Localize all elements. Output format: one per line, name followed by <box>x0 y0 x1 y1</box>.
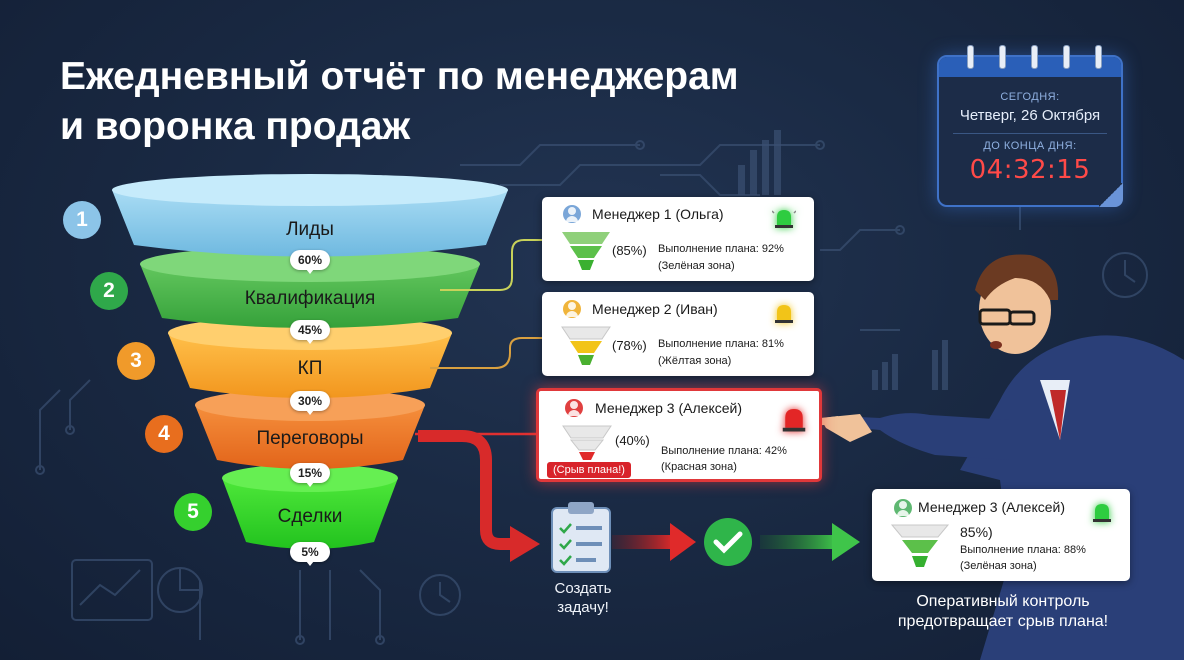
red-arrowhead-task <box>510 526 540 562</box>
conversion-bubble-5: 5% <box>290 542 330 566</box>
plan-completion: Выполнение плана: 92% <box>658 243 784 255</box>
user-avatar-icon <box>563 205 581 223</box>
red-arrowhead-check <box>670 523 696 561</box>
stage-number-badge-5: 5 <box>174 493 212 531</box>
conversion-bubble-2: 45% <box>290 320 330 344</box>
stage-number-badge-4: 4 <box>145 415 183 453</box>
stage-label-5: Сделки <box>277 506 343 527</box>
create-task-label[interactable]: Создать задачу! <box>538 579 628 617</box>
conversion-bubble-3: 30% <box>290 391 330 415</box>
task-clipboard-icon <box>551 502 611 573</box>
green-arrowhead-result <box>832 523 860 561</box>
stage-number-badge-1: 1 <box>63 201 101 239</box>
stage-label-3: КП <box>297 358 323 379</box>
manager-conversion: (40%) <box>615 433 650 448</box>
calendar-ring-icon <box>1031 45 1038 69</box>
calendar-divider <box>953 133 1107 134</box>
calendar-ring-icon <box>999 45 1006 69</box>
plan-completion: Выполнение плана: 81% <box>658 338 784 350</box>
manager-conversion: (85%) <box>612 243 647 258</box>
funnel-stage-1-shape <box>112 190 508 257</box>
page-title: Ежедневный отчёт по менеджерам и воронка… <box>60 52 880 152</box>
footer-line-1: Оперативный контроль <box>916 593 1090 610</box>
plan-completion: Выполнение плана: 42% <box>661 445 787 457</box>
user-avatar-icon <box>565 399 583 417</box>
create-task-line-1: Создать <box>554 580 612 597</box>
stage-number-badge-3: 3 <box>117 342 155 380</box>
zone-status: (Жёлтая зона) <box>658 355 732 367</box>
funnel-stage-2-shape <box>140 264 480 328</box>
calendar-ring-icon <box>1063 45 1070 69</box>
siren-green-icon <box>772 207 796 228</box>
user-avatar-icon <box>563 300 581 318</box>
end-of-day-label: ДО КОНЦА ДНЯ: <box>983 140 1077 152</box>
manager-card-1[interactable]: Менеджер 1 (Ольга) (85%) Выполнение план… <box>542 197 814 281</box>
title-line-1: Ежедневный отчёт по менеджерам <box>60 55 739 98</box>
red-arrow-to-task <box>418 430 514 550</box>
title-line-2: и воронка продаж <box>60 105 411 148</box>
today-date: Четверг, 26 Октября <box>959 107 1101 124</box>
footer-message: Оперативный контроль предотвращает срыв … <box>848 592 1158 632</box>
stage-label-4: Переговоры <box>256 428 364 449</box>
calendar-ring-icon <box>967 45 974 69</box>
footer-line-2: предотвращает срыв плана! <box>897 613 1109 630</box>
manager-conversion: 85%) <box>960 524 993 540</box>
manager-name: Менеджер 1 (Ольга) <box>592 206 724 222</box>
siren-red-icon <box>782 409 806 432</box>
manager-name: Менеджер 2 (Иван) <box>592 301 718 317</box>
today-label: СЕГОДНЯ: <box>1000 91 1060 103</box>
manager-name: Менеджер 3 (Алексей) <box>595 400 742 416</box>
countdown-timer: 04:32:15 <box>969 155 1091 185</box>
manager-name: Менеджер 3 (Алексей) <box>918 499 1065 515</box>
siren-green-icon <box>1093 504 1111 522</box>
check-circle-icon <box>704 518 752 566</box>
calendar-widget: СЕГОДНЯ: Четверг, 26 Октября ДО КОНЦА ДН… <box>937 45 1123 207</box>
green-arrow-to-result-body <box>760 535 836 549</box>
manager-result-card[interactable]: Менеджер 3 (Алексей) 85%) Выполнение пла… <box>872 489 1130 581</box>
connector-line-manager-2 <box>430 337 542 369</box>
mini-funnel-icon <box>562 425 612 460</box>
funnel-stage-5-shape <box>222 478 398 549</box>
manager-card-3-alert[interactable]: Менеджер 3 (Алексей) (40%) Выполнение пл… <box>536 388 822 482</box>
conversion-bubble-1: 60% <box>290 250 330 274</box>
plan-failure-tag: (Срыв плана!) <box>546 461 632 479</box>
manager-conversion: (78%) <box>612 338 647 353</box>
stage-number-badge-2: 2 <box>90 272 128 310</box>
mini-funnel-icon <box>561 326 611 365</box>
red-arrow-to-check-body <box>612 535 674 549</box>
mini-funnel-icon <box>562 232 610 270</box>
user-avatar-icon <box>894 499 912 517</box>
mini-funnel-icon <box>890 524 950 567</box>
zone-status: (Зелёная зона) <box>658 260 735 272</box>
calendar-header-bar <box>939 57 1121 77</box>
siren-yellow-icon <box>775 305 793 323</box>
funnel-stage-3-shape <box>168 333 452 398</box>
plan-completion: Выполнение плана: 88% <box>960 544 1086 556</box>
zone-status: (Зелёная зона) <box>960 560 1037 572</box>
connector-line-manager-1 <box>440 239 542 291</box>
create-task-line-2: задачу! <box>557 599 609 616</box>
stage-label-2: Квалификация <box>244 288 376 309</box>
funnel-stage-1-top <box>112 174 508 206</box>
calendar-ring-icon <box>1095 45 1102 69</box>
conversion-bubble-4: 15% <box>290 463 330 487</box>
page-curl-decoration <box>1099 183 1123 207</box>
manager-card-2[interactable]: Менеджер 2 (Иван) (78%) Выполнение плана… <box>542 292 814 376</box>
stage-label-1: Лиды <box>286 219 334 240</box>
zone-status: (Красная зона) <box>661 461 737 473</box>
funnel-stage-4-shape <box>195 405 425 469</box>
